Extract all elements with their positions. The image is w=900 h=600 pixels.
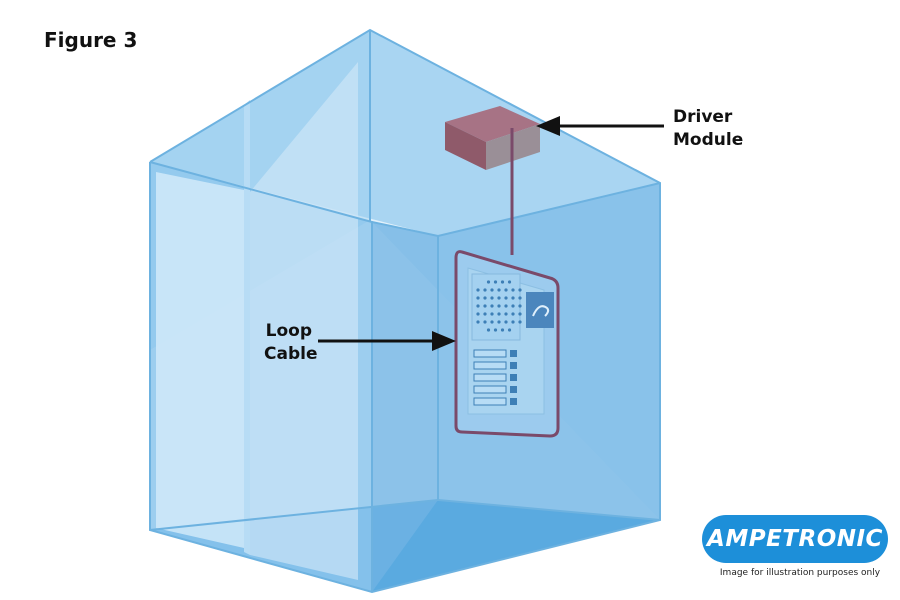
floor-button-label xyxy=(473,397,507,406)
speaker-hole xyxy=(507,328,512,332)
speaker-hole xyxy=(511,288,515,292)
floor-button-label xyxy=(473,373,507,382)
speaker-hole xyxy=(511,320,515,324)
speaker-hole xyxy=(493,280,498,284)
speaker-hole xyxy=(486,280,491,284)
floor-button-label xyxy=(473,385,507,394)
floor-button xyxy=(510,362,517,369)
door-panel-right xyxy=(250,62,358,580)
speaker-hole xyxy=(500,280,505,284)
speaker-hole xyxy=(497,288,501,292)
speaker-hole xyxy=(504,304,508,308)
speaker-hole xyxy=(497,296,501,300)
ampetronic-logo: AMPETRONIC xyxy=(702,515,888,563)
speaker-hole xyxy=(497,304,501,308)
speaker-hole xyxy=(504,320,508,324)
speaker-hole xyxy=(483,288,487,292)
speaker-hole xyxy=(511,296,515,300)
speaker-hole xyxy=(504,312,508,316)
speaker-hole xyxy=(476,288,480,292)
speaker-hole xyxy=(518,312,522,316)
call-panel xyxy=(454,250,560,438)
loop-arrow xyxy=(318,331,456,351)
speaker-hole xyxy=(490,304,494,308)
speaker-hole xyxy=(518,296,522,300)
speaker-hole xyxy=(483,312,487,316)
floor-button xyxy=(510,374,517,381)
speaker-hole xyxy=(511,304,515,308)
loop-cable-label-line1: Loop xyxy=(265,321,312,341)
speaker-hole xyxy=(518,320,522,324)
door-slot xyxy=(244,100,250,555)
speaker-hole xyxy=(518,304,522,308)
rear-left-face xyxy=(372,222,438,592)
driver-module-label-line1: Driver xyxy=(673,107,733,127)
speaker-hole xyxy=(476,320,480,324)
speaker-hole xyxy=(504,288,508,292)
speaker-grille xyxy=(476,280,522,332)
door-panel-left xyxy=(156,172,244,548)
floor-button-label xyxy=(473,349,507,358)
floor-buttons xyxy=(473,349,517,406)
speaker-hole xyxy=(476,296,480,300)
speaker-hole xyxy=(490,288,494,292)
speaker-hole xyxy=(511,312,515,316)
floor-button xyxy=(510,398,517,405)
speaker-hole xyxy=(486,328,491,332)
loop-cable-label-line2: Cable xyxy=(264,344,318,364)
speaker-hole xyxy=(497,320,501,324)
speaker-hole xyxy=(476,312,480,316)
speaker-hole xyxy=(476,304,480,308)
speaker-hole xyxy=(500,328,505,332)
driver-module-label: Driver Module xyxy=(673,106,743,152)
speaker-hole xyxy=(483,320,487,324)
speaker-hole xyxy=(490,296,494,300)
speaker-hole xyxy=(490,312,494,316)
hearing-loop-icon xyxy=(526,292,554,328)
disclaimer-text: Image for illustration purposes only xyxy=(719,568,881,578)
speaker-hole xyxy=(490,320,494,324)
speaker-hole xyxy=(518,288,522,292)
driver-arrow xyxy=(536,116,664,136)
driver-module-label-line2: Module xyxy=(673,130,744,150)
figure-title: Figure 3 xyxy=(44,28,138,52)
speaker-hole xyxy=(497,312,501,316)
cabin-edges xyxy=(149,28,661,594)
speaker-hole xyxy=(493,328,498,332)
floor-button-label xyxy=(473,361,507,370)
speaker-hole xyxy=(504,296,508,300)
floor-button xyxy=(510,386,517,393)
speaker-hole xyxy=(483,296,487,300)
floor-button xyxy=(510,350,517,357)
loop-cable-label: Loop Cable xyxy=(264,320,318,366)
speaker-hole xyxy=(483,304,487,308)
speaker-hole xyxy=(507,280,512,284)
